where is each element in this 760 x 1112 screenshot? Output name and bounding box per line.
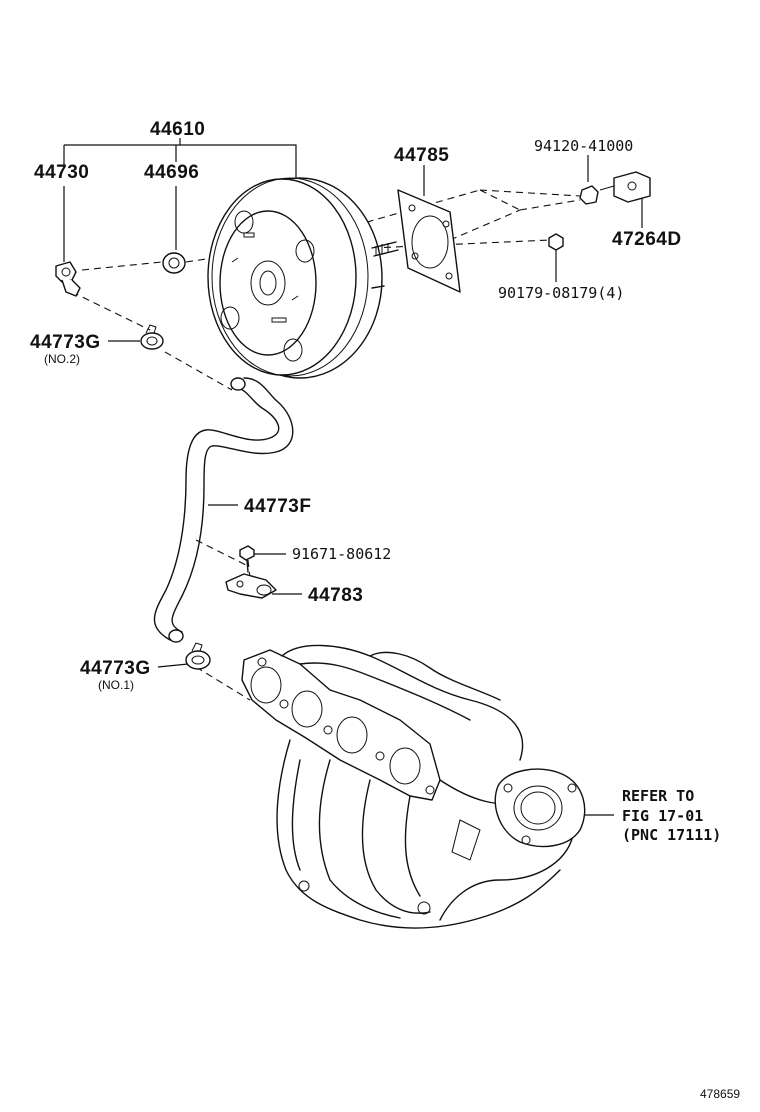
label-clamp-no1: 44773G <box>80 658 151 679</box>
label-bracket: 44783 <box>308 585 363 606</box>
bolt <box>239 545 255 573</box>
figure-id: 478659 <box>700 1087 740 1101</box>
gasket <box>397 189 461 293</box>
refer-line-1: REFER TO <box>622 787 694 805</box>
hose-clamp-bracket <box>225 573 277 599</box>
leader-lines <box>63 138 643 816</box>
part-labels: 44610 44730 44696 44785 94120-41000 4726… <box>30 119 740 1101</box>
clevis <box>599 171 651 203</box>
vacuum-hose <box>153 377 294 643</box>
refer-line-3: (PNC 17111) <box>622 826 721 844</box>
check-valve <box>55 261 81 297</box>
clamp-no2 <box>140 324 164 350</box>
label-booster-assy: 44610 <box>150 119 205 140</box>
brake-booster <box>207 177 399 379</box>
label-check-valve: 44730 <box>34 162 89 183</box>
grommet <box>162 252 186 274</box>
label-hose: 44773F <box>244 496 311 517</box>
clamp-no1 <box>185 642 211 670</box>
label-nut: 90179-08179(4) <box>498 284 624 302</box>
intake-manifold <box>241 644 586 929</box>
label-clamp-no2-note: (NO.2) <box>44 352 80 366</box>
refer-line-2: FIG 17-01 <box>622 807 703 825</box>
label-grommet: 44696 <box>144 162 199 183</box>
label-clamp-no2: 44773G <box>30 332 101 353</box>
label-gasket: 44785 <box>394 145 449 166</box>
label-clevis: 47264D <box>612 229 682 250</box>
label-clevis-nut: 94120-41000 <box>534 137 633 155</box>
label-clamp-no1-note: (NO.1) <box>98 678 134 692</box>
nut <box>548 233 564 251</box>
label-bolt: 91671-80612 <box>292 545 391 563</box>
clevis-nut <box>579 185 599 205</box>
